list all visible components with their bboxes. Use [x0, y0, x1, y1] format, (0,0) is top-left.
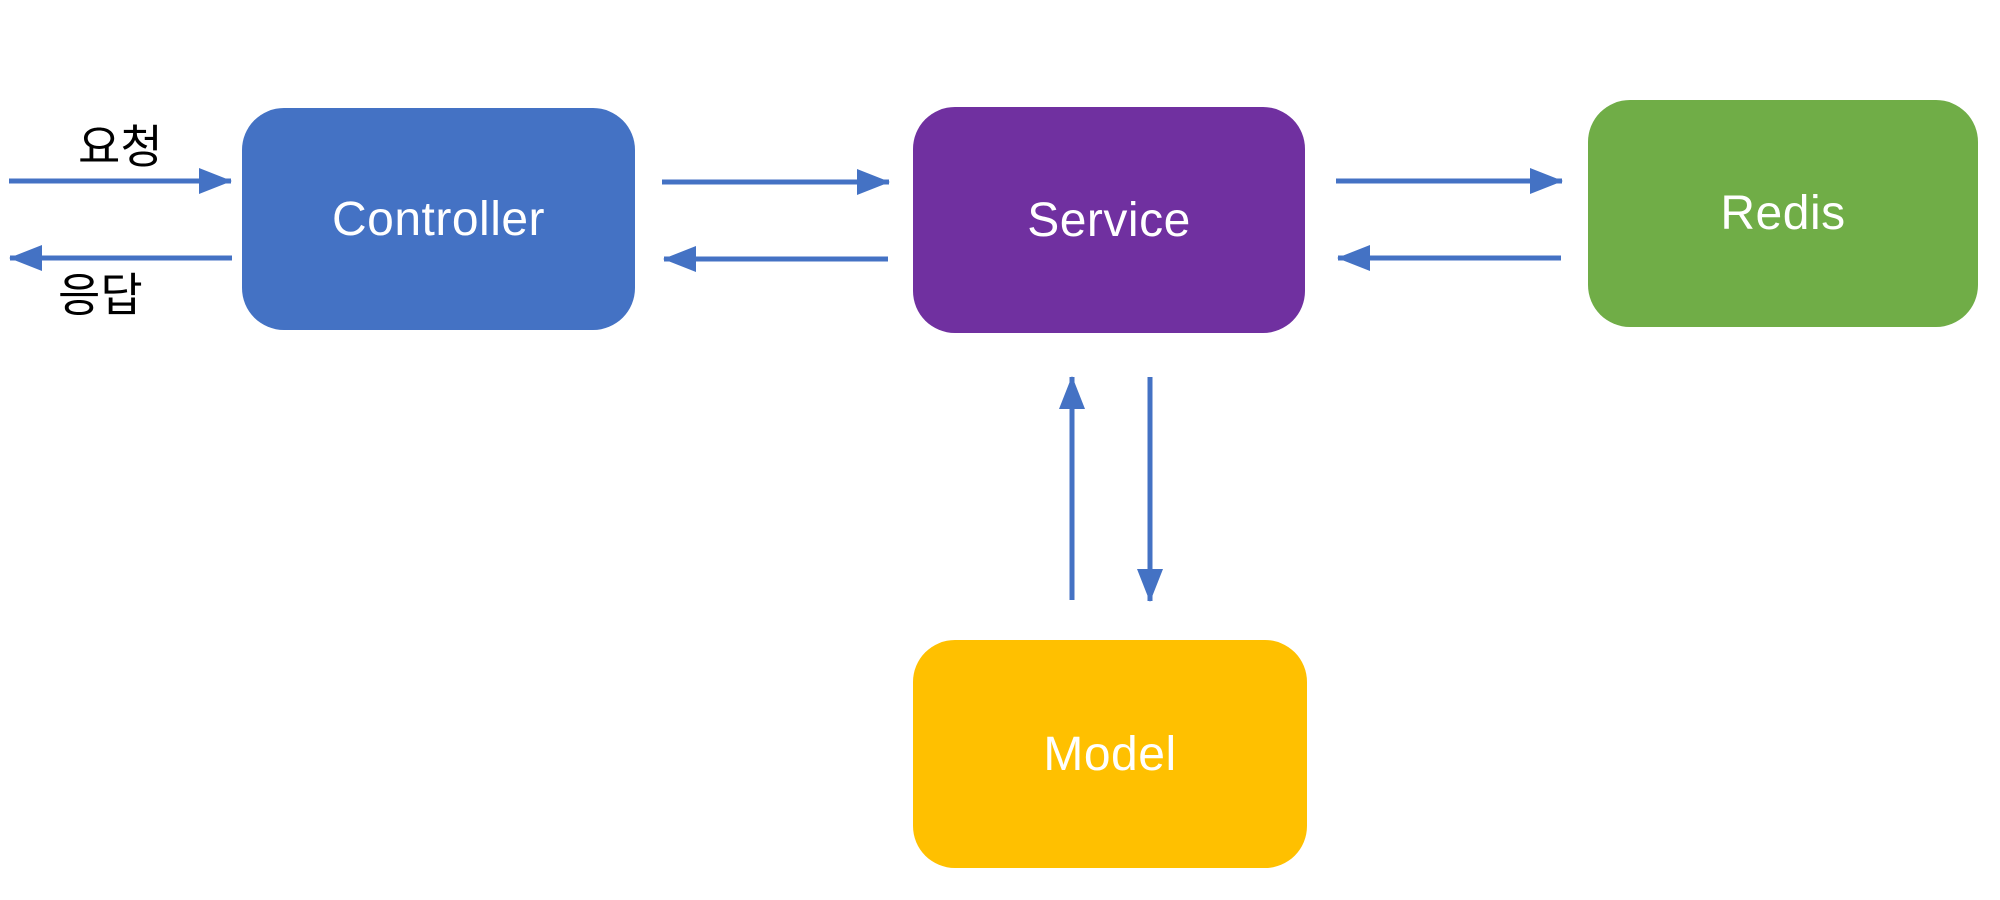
- node-service-label: Service: [1027, 193, 1191, 247]
- response-label: 응답: [58, 269, 143, 321]
- node-model: Model: [913, 640, 1307, 868]
- node-redis: Redis: [1588, 100, 1978, 327]
- node-controller-label: Controller: [331, 192, 546, 246]
- node-controller: Controller: [242, 108, 635, 330]
- node-service: Service: [913, 107, 1305, 333]
- request-label: 요청: [78, 121, 163, 173]
- node-model-label: Model: [1043, 727, 1177, 781]
- node-redis-label: Redis: [1720, 187, 1846, 240]
